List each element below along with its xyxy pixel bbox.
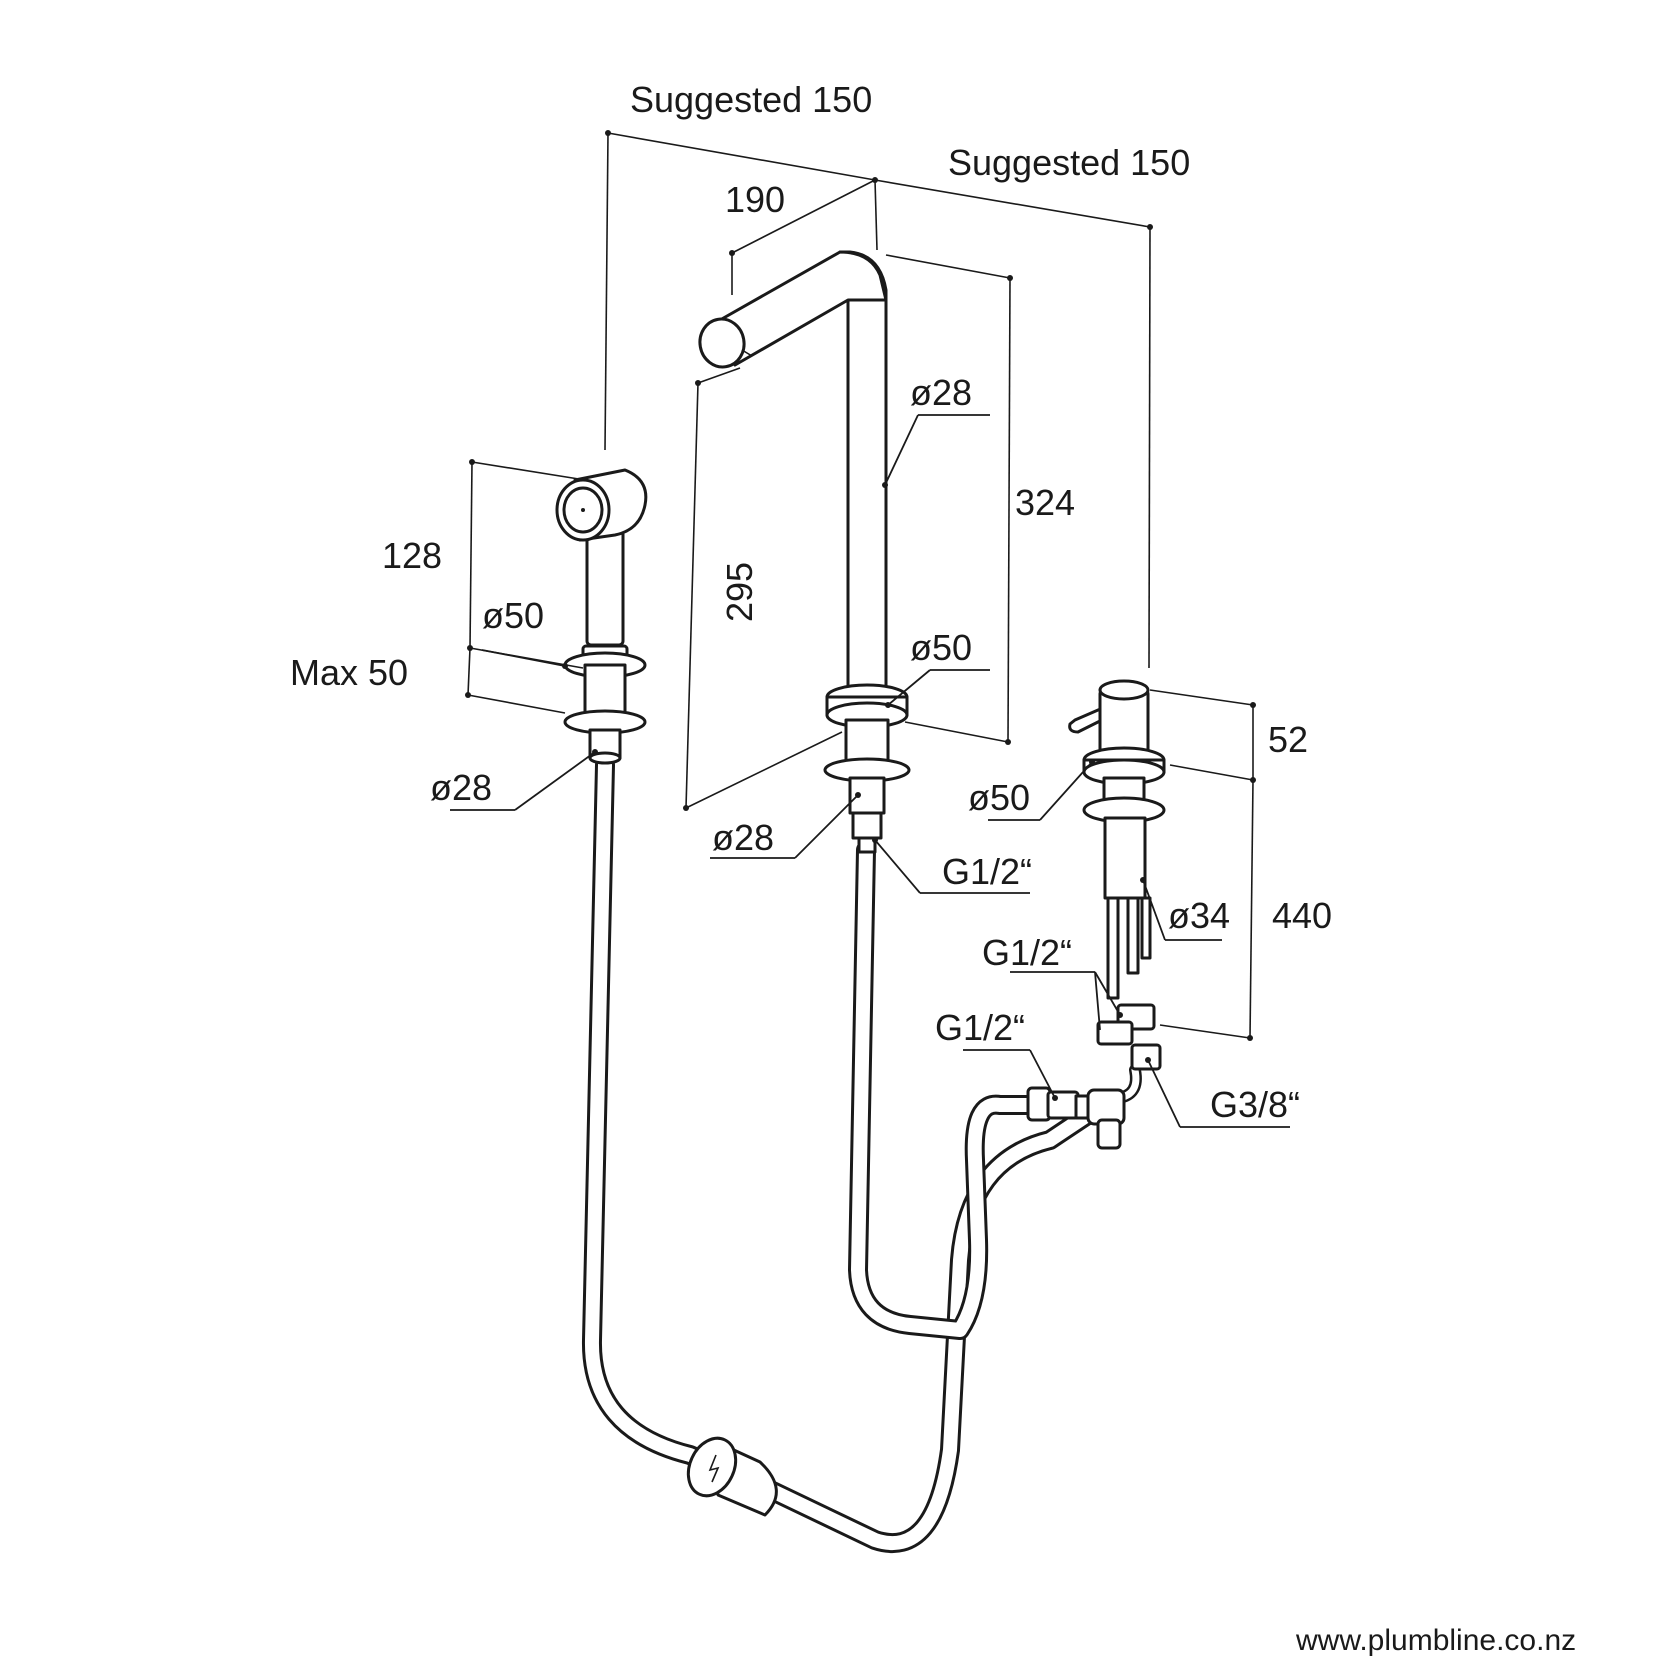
label-spray-height: 128 xyxy=(382,535,442,576)
hose-weight xyxy=(686,1436,778,1517)
dimension-labels: Suggested 150 Suggested 150 190 324 295 … xyxy=(290,79,1332,1125)
label-spray-shank-diameter: ø28 xyxy=(430,767,492,808)
label-connector-thread: G1/2“ xyxy=(935,1007,1025,1048)
leader-lines xyxy=(450,414,1290,1128)
spout xyxy=(698,250,911,854)
label-mixer-height: 52 xyxy=(1268,719,1308,760)
label-spout-thread: G1/2“ xyxy=(942,851,1032,892)
label-spout-reach: 190 xyxy=(725,179,785,220)
website-url: www.plumbline.co.nz xyxy=(1295,1624,1576,1657)
hand-spray xyxy=(555,468,648,765)
label-max-deck: Max 50 xyxy=(290,652,408,693)
label-mixer-total-height: 440 xyxy=(1272,895,1332,936)
label-spout-shank-diameter: ø28 xyxy=(712,817,774,858)
hoses xyxy=(581,755,1142,1554)
label-suggested-left: Suggested 150 xyxy=(630,79,872,120)
label-spout-base-diameter: ø50 xyxy=(910,627,972,668)
label-suggested-right: Suggested 150 xyxy=(948,142,1190,183)
label-spray-base-diameter: ø50 xyxy=(482,595,544,636)
label-spout-outlet-height: 295 xyxy=(719,562,760,622)
label-connector-thread-small: G3/8“ xyxy=(1210,1084,1300,1125)
mixer xyxy=(1068,679,1166,1071)
t-connector xyxy=(1026,1086,1126,1150)
label-mixer-base-diameter: ø50 xyxy=(968,777,1030,818)
spout-hose xyxy=(848,840,1045,1340)
label-mixer-thread: G1/2“ xyxy=(982,932,1072,973)
label-mixer-body-diameter: ø34 xyxy=(1168,895,1230,936)
label-spout-diameter: ø28 xyxy=(910,372,972,413)
label-spout-height-total: 324 xyxy=(1015,482,1075,523)
